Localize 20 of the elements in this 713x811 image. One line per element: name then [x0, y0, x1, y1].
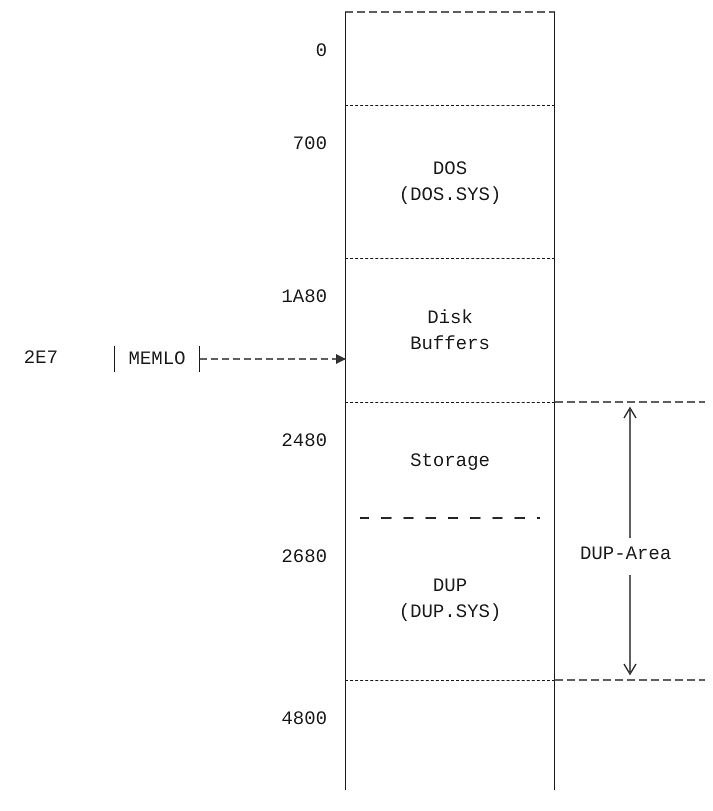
block-label: Disk Buffers [409, 306, 491, 356]
register-name: MEMLO [127, 347, 186, 372]
memory-block [345, 518, 555, 680]
address-label: 2480 [281, 430, 327, 452]
block-label: DOS (DOS.SYS) [398, 157, 502, 208]
address-label: 0 [316, 40, 327, 62]
memory-block [345, 105, 555, 258]
memory-block [345, 258, 555, 402]
block-label: Storage [409, 448, 491, 474]
block-label: DUP (DUP.SYS) [398, 574, 502, 625]
address-label: 1A80 [281, 286, 327, 308]
address-label: 2680 [281, 546, 327, 568]
memory-block [345, 402, 555, 518]
memory-block [345, 12, 555, 105]
arrow [200, 354, 346, 364]
pointer-box [114, 346, 200, 372]
address-label: 4800 [281, 708, 327, 730]
memory-block [345, 680, 555, 790]
address-label: 700 [292, 133, 327, 155]
address-label: 2E7 [24, 347, 58, 369]
